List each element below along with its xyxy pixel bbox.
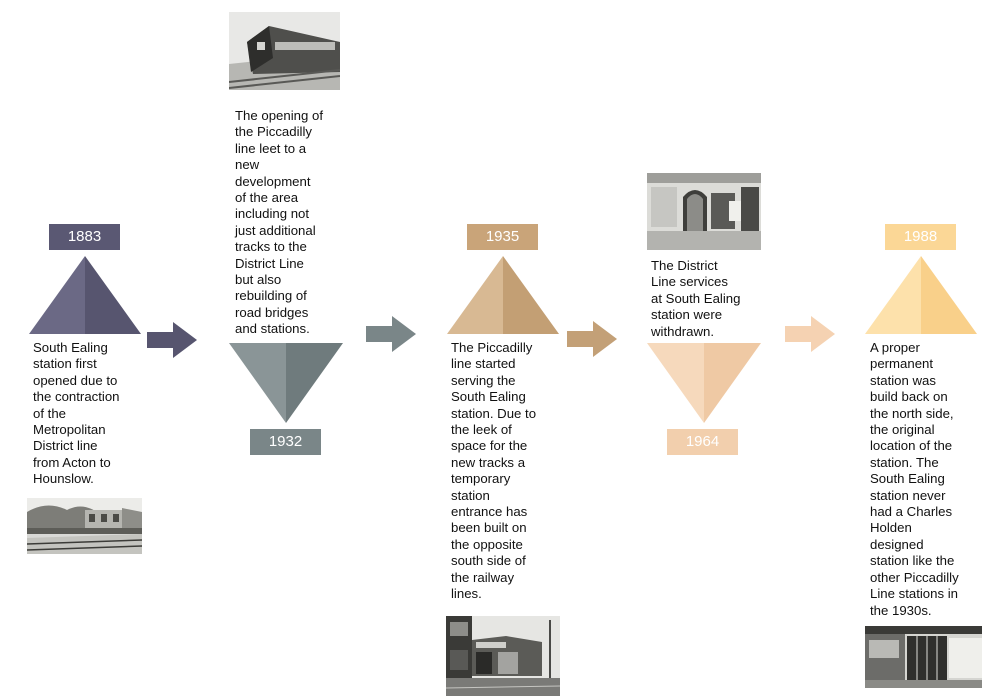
year-badge-1964: 1964 xyxy=(667,429,738,455)
year-badge-1932: 1932 xyxy=(250,429,321,455)
station-entrance-photo xyxy=(446,616,560,696)
triangle-up-1935 xyxy=(447,256,559,334)
triangle-up-1988 xyxy=(865,256,977,334)
year-badge-1935: 1935 xyxy=(467,224,538,250)
triangle-up-1883 xyxy=(29,256,141,334)
milestone-text-1932: The opening of the Piccadilly line leet … xyxy=(235,108,323,337)
arrow-right-icon xyxy=(366,316,416,352)
railway-platform-photo xyxy=(27,498,142,554)
arrow-right-icon xyxy=(147,322,197,358)
modern-station-photo xyxy=(865,626,982,688)
triangle-down-1932 xyxy=(229,343,343,423)
arrow-right-icon xyxy=(567,321,617,357)
year-badge-1883: 1883 xyxy=(49,224,120,250)
station-interior-photo xyxy=(647,173,761,250)
milestone-text-1964: The District Line services at South Eali… xyxy=(651,258,741,339)
milestone-text-1988: A proper permanent station was build bac… xyxy=(870,340,959,618)
train-photo xyxy=(229,12,340,90)
year-badge-1988: 1988 xyxy=(885,224,956,250)
arrow-right-icon xyxy=(785,316,835,352)
milestone-text-1935: The Piccadilly line started serving the … xyxy=(451,340,537,602)
triangle-down-1964 xyxy=(647,343,761,423)
milestone-text-1883: South Ealing station first opened due to… xyxy=(33,340,120,487)
